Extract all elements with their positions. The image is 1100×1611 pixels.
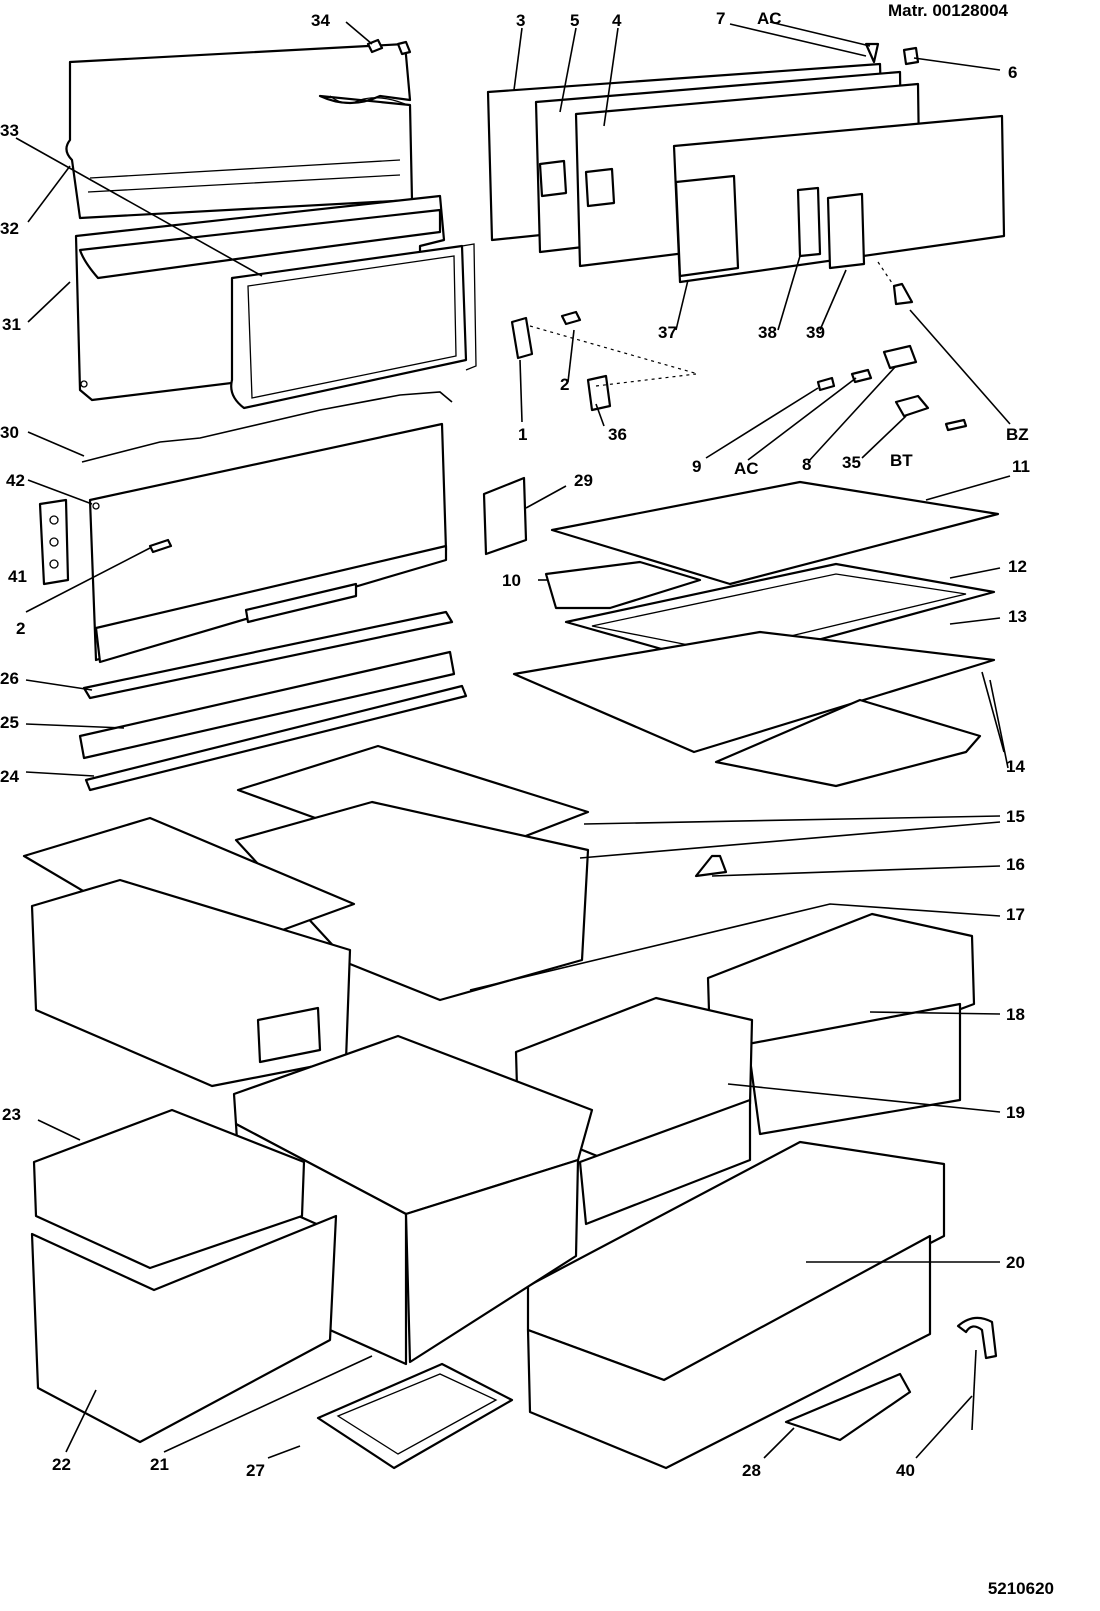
callout-27: 27 (246, 1461, 265, 1480)
part-15-crisper-cover-right (234, 744, 590, 1002)
part-20-bottle-bin (526, 1140, 946, 1470)
part-41-hinge-block (38, 498, 70, 586)
callout-25: 25 (0, 713, 19, 732)
part-42-lower-door-panel (88, 422, 448, 664)
callout-23: 23 (2, 1105, 21, 1124)
callout-21: 21 (150, 1455, 169, 1474)
callout-12: 12 (1008, 557, 1027, 576)
callout-42: 42 (6, 471, 25, 490)
part-28-scraper (784, 1372, 912, 1442)
callout-22: 22 (52, 1455, 71, 1474)
small-fasteners-right (510, 42, 968, 432)
callout-31: 31 (2, 315, 21, 334)
header-text: Matr. 00128004 5210620 (888, 1, 1054, 1598)
part-33-freezer-flap (230, 243, 477, 410)
callout-32: 32 (0, 219, 19, 238)
callout-11: 11 (1012, 457, 1030, 476)
callout-39: 39 (806, 323, 825, 342)
matr-number: Matr. 00128004 (888, 1, 1009, 20)
callout-29: 29 (574, 471, 593, 490)
callout-34: 34 (311, 11, 330, 30)
part-34-32-door-panel (65, 38, 414, 220)
callout-2-left: 2 (16, 619, 25, 638)
part-40-hook (956, 1316, 998, 1431)
callout-38: 38 (758, 323, 777, 342)
callout-13: 13 (1008, 607, 1027, 626)
callout-41: 41 (8, 567, 27, 586)
callout-10: 10 (502, 571, 521, 590)
part-23-22-bins (30, 1108, 338, 1444)
part-2-screw-a (148, 538, 173, 554)
callout-9: 9 (692, 457, 701, 476)
callout-5: 5 (570, 11, 579, 30)
callout-17: 17 (1006, 905, 1025, 924)
callout-1: 1 (518, 425, 527, 444)
callout-ac-top: AC (757, 9, 782, 28)
callout-8: 8 (802, 455, 811, 474)
part-16-peg (694, 854, 728, 878)
part-11-glass-shelf (550, 480, 1000, 586)
callout-24: 24 (0, 767, 19, 786)
leader-lines (15, 21, 1011, 1459)
callout-14: 14 (1006, 757, 1025, 776)
callout-20: 20 (1006, 1253, 1025, 1272)
callout-7: 7 (716, 9, 725, 28)
callout-6: 6 (1008, 63, 1017, 82)
callout-2-mid: 2 (560, 375, 569, 394)
callout-33: 33 (0, 121, 19, 140)
callout-19: 19 (1006, 1103, 1025, 1122)
part-29-label (482, 476, 528, 556)
callout-26: 26 (0, 669, 19, 688)
callout-15: 15 (1006, 807, 1025, 826)
part-17-crisper-left (22, 816, 356, 1088)
parts-26-25-24-strips (78, 610, 468, 792)
callout-36: 36 (608, 425, 627, 444)
part-13-14-shelf-trays (512, 630, 996, 788)
callout-18: 18 (1006, 1005, 1025, 1024)
callout-35: 35 (842, 453, 861, 472)
callout-37: 37 (658, 323, 677, 342)
callout-3: 3 (516, 11, 525, 30)
callout-28: 28 (742, 1461, 761, 1480)
part-27-ice-tray (316, 1362, 514, 1470)
callout-16: 16 (1006, 855, 1025, 874)
callout-bt: BT (890, 451, 913, 470)
callout-40: 40 (896, 1461, 915, 1480)
callout-bz: BZ (1006, 425, 1029, 444)
callout-30: 30 (0, 423, 19, 442)
callout-labels: 34 33 32 31 30 42 41 2 26 25 24 3 5 4 7 … (0, 9, 1030, 1480)
drawing-code: 5210620 (988, 1579, 1054, 1598)
part-10-shelf-insert (544, 560, 702, 610)
part-37-38-39-main-door-liner (672, 114, 1006, 284)
callout-4: 4 (612, 11, 622, 30)
part-30-seal-strip (81, 391, 453, 463)
callout-ac-mid: AC (734, 459, 759, 478)
